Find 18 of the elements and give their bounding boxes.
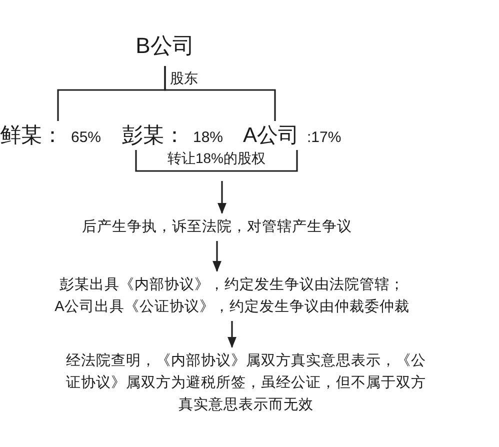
arrow bbox=[212, 241, 222, 272]
company-name: B公司 bbox=[136, 32, 194, 60]
arrow bbox=[218, 181, 226, 214]
edge-label: 转让18%的股权 bbox=[166, 149, 267, 167]
shareholder-name: 鲜某： bbox=[0, 123, 63, 149]
shareholder-name: A公司 bbox=[243, 123, 300, 149]
connector-line bbox=[135, 150, 298, 172]
share-percentage: 65% bbox=[71, 128, 102, 148]
shareholder-name: 彭某： bbox=[122, 123, 185, 149]
flow-text: 后产生争执，诉至法院，对管辖产生争议 bbox=[82, 218, 352, 237]
connector-line bbox=[164, 66, 276, 121]
flow-text: 彭某出具《内部协议》，约定发生争议由法院管辖； bbox=[60, 276, 404, 295]
arrow bbox=[228, 321, 236, 348]
flow-text: A公司出具《公证协议》，约定发生争议由仲裁委仲裁 bbox=[54, 298, 410, 317]
flow-text: 经法院查明，《内部协议》属双方真实意思表示，《公证协议》属双方为避税所签，虽经公证，但不属于双方真实意思表示而无效 bbox=[66, 352, 426, 415]
edge-label: 股东 bbox=[169, 69, 199, 87]
share-percentage: 18% bbox=[193, 128, 224, 148]
share-percentage: :17% bbox=[307, 128, 342, 148]
